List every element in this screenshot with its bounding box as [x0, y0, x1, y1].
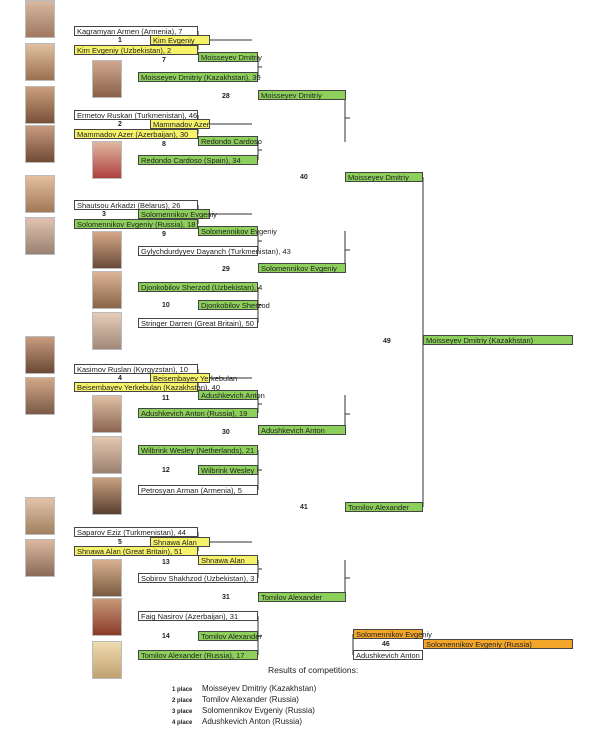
athlete-photo	[92, 395, 122, 433]
competitor-box: Kim Evgeniy (Uzbekistan), 2	[74, 45, 198, 55]
match-number: 5	[118, 539, 122, 546]
athlete-photo	[25, 125, 55, 163]
match-number: 40	[300, 174, 308, 181]
match-number: 12	[162, 467, 170, 474]
place-name: Tomilov Alexander (Russia)	[202, 695, 299, 704]
match-number: 2	[118, 121, 122, 128]
athlete-photo	[92, 641, 122, 679]
competitor-box: Shautsou Arkadzi (Belarus), 26	[74, 200, 198, 210]
competitor-box: Wilbrink Wesley (Netherlands), 21	[138, 445, 258, 455]
competitor-box: Beisembayev Yerkebulan (Kazakhstan), 40	[74, 382, 220, 392]
winner-box: Adushkevich Anton	[198, 390, 265, 400]
match-number: 13	[162, 559, 170, 566]
place-label: 4 place	[172, 720, 193, 726]
athlete-photo	[25, 539, 55, 577]
result-row: 3 place Solomennikov Evgeniy (Russia)	[172, 706, 315, 715]
winner-box: Shnawa Alan	[150, 537, 210, 547]
match-number: 41	[300, 504, 308, 511]
winner-box: Moisseyev Dmitriy	[258, 90, 346, 100]
place-name: Adushkevich Anton (Russia)	[202, 717, 303, 726]
place-name: Solomennikov Evgeniy (Russia)	[202, 706, 315, 715]
competitor-box: Sobirov Shakhzod (Uzbekistan), 3	[138, 573, 258, 583]
bronze-competitor-box: Adushkevich Anton	[353, 650, 423, 660]
athlete-photo	[25, 217, 55, 255]
match-number: 9	[162, 231, 166, 238]
match-number: 14	[162, 633, 170, 640]
winner-box: Tomilov Alexander	[198, 631, 262, 641]
competitor-box: Ermetov Ruskan (Turkmenistan), 46	[74, 110, 198, 120]
competitor-box: Adushkevich Anton (Russia), 19	[138, 408, 258, 418]
place-label: 2 place	[172, 698, 193, 704]
match-number: 11	[162, 395, 170, 402]
winner-box: Kim Evgeniy	[150, 35, 210, 45]
match-number: 10	[162, 302, 170, 309]
winner-box: Shnawa Alan	[198, 555, 258, 565]
competitor-box: Saparov Eziz (Turkmenistan), 44	[74, 527, 198, 537]
winner-box: Wilbrink Wesley	[198, 465, 258, 475]
match-number: 29	[222, 266, 230, 273]
competitor-box: Gylychdurdyyev Dayanch (Turkmenistan), 4…	[138, 246, 291, 256]
competitor-box: Solomennikov Evgeniy (Russia), 18	[74, 219, 198, 229]
athlete-photo	[25, 86, 55, 124]
athlete-photo	[25, 43, 55, 81]
result-row: 2 place Tomilov Alexander (Russia)	[172, 695, 299, 704]
athlete-photo	[25, 175, 55, 213]
competitor-box: Faig Nasirov (Azerbaijan), 31	[138, 611, 258, 621]
match-number: 46	[382, 641, 390, 648]
winner-box: Tomilov Alexander	[345, 502, 423, 512]
competitor-box: Redondo Cardoso (Spain), 34	[138, 155, 258, 165]
competitor-box: Petrosyan Arman (Armenia), 5	[138, 485, 258, 495]
match-number: 1	[118, 37, 122, 44]
athlete-photo	[25, 377, 55, 415]
place-label: 1 place	[172, 687, 193, 693]
winner-box: Mammadov Azer	[150, 119, 210, 129]
match-number: 3	[102, 211, 106, 218]
competitor-box: Kasimov Ruslan (Kyrgyzstan), 10	[74, 364, 198, 374]
athlete-photo	[92, 60, 122, 98]
athlete-photo	[92, 477, 122, 515]
match-number: 4	[118, 375, 122, 382]
match-number: 31	[222, 594, 230, 601]
match-number: 30	[222, 429, 230, 436]
competitor-box: Stringer Darren (Great Britain), 50	[138, 318, 258, 328]
winner-box: Moisseyev Dmitriy (Kazakhstan)	[423, 335, 573, 345]
winner-box: Solomennikov Evgeniy	[258, 263, 346, 273]
athlete-photo	[92, 598, 122, 636]
athlete-photo	[92, 271, 122, 309]
match-number: 8	[162, 141, 166, 148]
result-row: 1 place Moisseyev Dmitriy (Kazakhstan)	[172, 684, 316, 693]
winner-box: Redondo Cardoso	[198, 136, 262, 146]
competitor-box: Shnawa Alan (Great Britain), 51	[74, 546, 198, 556]
match-number: 28	[222, 93, 230, 100]
bronze-competitor-box: Solomennikov Evgeniy	[353, 629, 432, 639]
winner-box: Moisseyev Dmitriy	[345, 172, 423, 182]
bronze-winner-box: Solomennikov Evgeniy (Russia)	[423, 639, 573, 649]
winner-box: Djonkobilov Sherzod	[198, 300, 270, 310]
winner-box: Adushkevich Anton	[258, 425, 346, 435]
athlete-photo	[92, 231, 122, 269]
athlete-photo	[92, 141, 122, 179]
place-name: Moisseyev Dmitriy (Kazakhstan)	[202, 684, 317, 693]
athlete-photo	[25, 0, 55, 38]
competitor-box: Tomilov Alexander (Russia), 17	[138, 650, 258, 660]
athlete-photo	[25, 336, 55, 374]
match-number: 7	[162, 57, 166, 64]
competitor-box: Kagramyan Armen (Armenia), 7	[74, 26, 198, 36]
match-number: 49	[383, 338, 391, 345]
athlete-photo	[25, 497, 55, 535]
winner-box: Moisseyev Dmitriy	[198, 52, 262, 62]
winner-box: Tomilov Alexander	[258, 592, 346, 602]
winner-box: Beisembayev Yerkebulan	[150, 373, 237, 383]
competitor-box: Mammadov Azer (Azerbaijan), 30	[74, 129, 198, 139]
athlete-photo	[92, 436, 122, 474]
winner-box: Solomennikov Evgeniy	[138, 209, 217, 219]
result-row: 4 place Adushkevich Anton (Russia)	[172, 717, 302, 726]
place-label: 3 place	[172, 709, 193, 715]
athlete-photo	[92, 312, 122, 350]
results-title: Results of competitions:	[268, 665, 359, 675]
competitor-box: Moisseyev Dmitriy (Kazakhstan), 39	[138, 72, 261, 82]
competitor-box: Djonkobilov Sherzod (Uzbekistan), 4	[138, 282, 262, 292]
winner-box: Solomennikov Evgeniy	[198, 226, 277, 236]
athlete-photo	[92, 559, 122, 597]
